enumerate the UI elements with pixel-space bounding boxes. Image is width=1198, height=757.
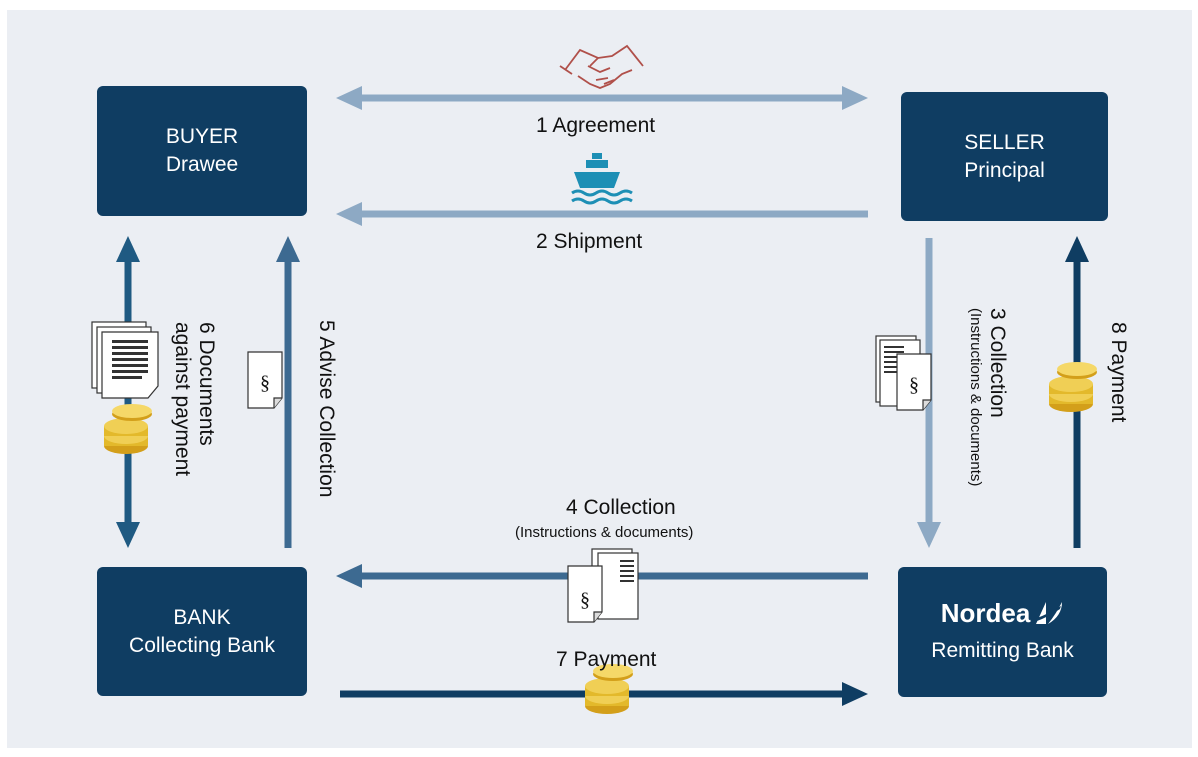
buyer-title: BUYER xyxy=(165,125,239,148)
collecting-bank-title: BANK xyxy=(173,605,231,629)
step-6-label: 6 Documents against payment xyxy=(170,322,218,476)
buyer-box: BUYER Drawee xyxy=(97,86,307,216)
collecting-bank-subtitle: Collecting Bank xyxy=(129,633,275,657)
ship-icon xyxy=(571,153,633,205)
step-5-label: 5 Advise Collection xyxy=(315,320,338,498)
handshake-icon xyxy=(559,44,644,89)
step-4-label: 4 Collection xyxy=(566,496,676,519)
step-3-line1: 3 Collection xyxy=(986,308,1009,418)
nordea-logo: Nordea xyxy=(941,599,1065,627)
nordea-wordmark: Nordea xyxy=(940,598,1031,628)
section-symbol: § xyxy=(260,372,270,394)
step-6-line2: against payment xyxy=(171,322,194,477)
remitting-bank-subtitle: Remitting Bank xyxy=(931,639,1074,662)
shipment-arrow xyxy=(336,202,868,226)
seller-title: SELLER xyxy=(964,130,1045,154)
step-1-label: 1 Agreement xyxy=(536,114,656,137)
seller-box: SELLER Principal xyxy=(901,92,1108,221)
coins-icon xyxy=(1049,362,1097,412)
step-8-label: 8 Payment xyxy=(1107,322,1130,423)
coins-icon xyxy=(104,404,152,454)
documents-icon xyxy=(91,321,159,399)
section-symbol: § xyxy=(580,589,590,611)
collecting-bank-box: BANK Collecting Bank xyxy=(97,567,307,696)
step-3-label: 3 Collection (Instructions & documents) xyxy=(964,308,1009,487)
step-4-sublabel: (Instructions & documents) xyxy=(515,524,694,541)
step-6-line1: 6 Documents xyxy=(195,322,218,446)
agreement-arrow xyxy=(336,86,868,110)
advise-collection-arrow xyxy=(276,236,300,548)
section-symbol: § xyxy=(909,374,919,396)
buyer-subtitle: Drawee xyxy=(165,153,239,176)
step-7-label: 7 Payment xyxy=(556,648,657,671)
seller-subtitle: Principal xyxy=(964,158,1045,182)
nordea-logo-icon xyxy=(1036,602,1063,624)
step-2-label: 2 Shipment xyxy=(536,230,643,253)
collection-bank-documents-icon xyxy=(591,548,639,620)
remitting-bank-box: Nordea Remitting Bank xyxy=(898,567,1107,697)
step-3-sublabel: (Instructions & documents) xyxy=(967,308,984,487)
